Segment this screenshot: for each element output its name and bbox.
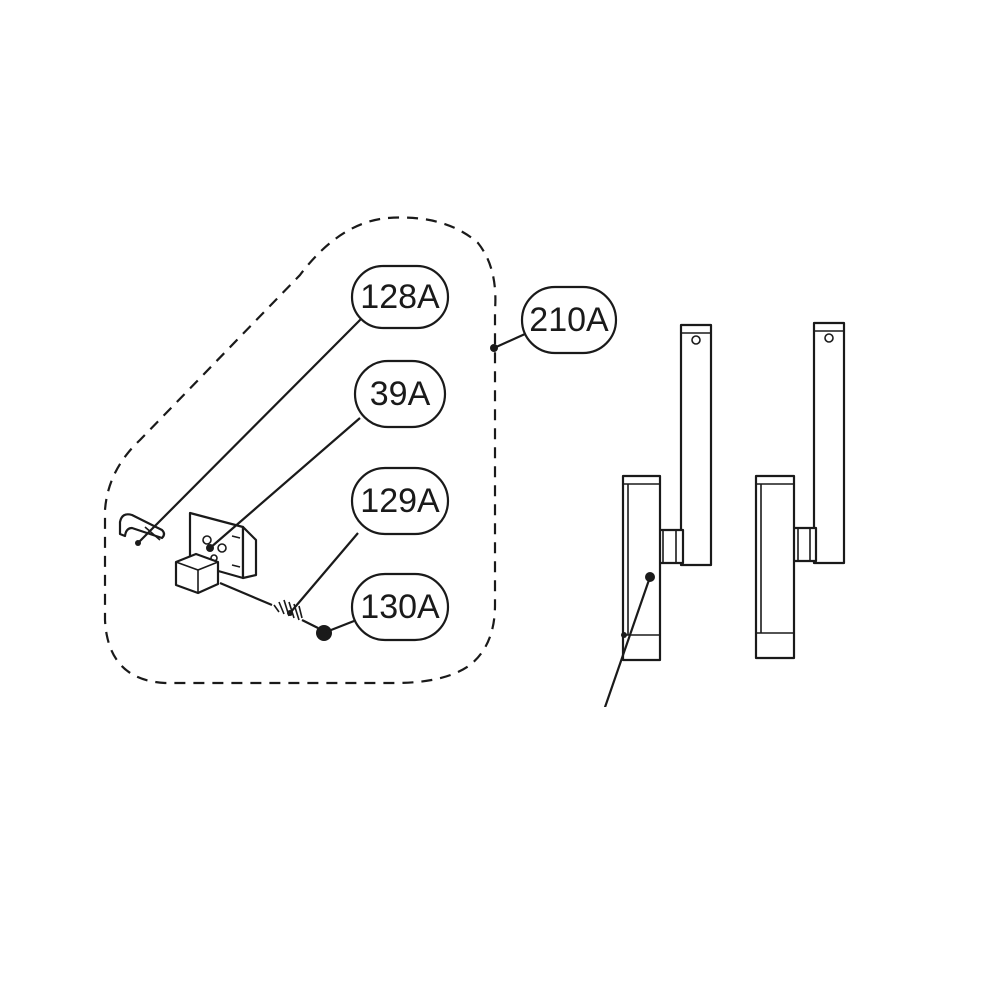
hook-pin <box>118 513 166 541</box>
leader-210A <box>493 332 526 350</box>
callout-39A[interactable]: 39A <box>353 359 447 429</box>
callout-label-130A: 130A <box>360 588 440 626</box>
callout-210A[interactable]: 210A <box>520 285 618 355</box>
callout-125A-highlighted[interactable]: 125A <box>522 707 665 814</box>
leader-130A <box>325 619 355 634</box>
leader-125A <box>601 576 652 714</box>
leader-129A <box>289 532 359 614</box>
catch-block <box>174 552 220 595</box>
arm-assembly-left <box>621 323 713 662</box>
callout-label-39A: 39A <box>370 375 431 413</box>
callout-128A[interactable]: 128A <box>350 264 450 330</box>
kit-group-outline <box>103 216 497 685</box>
callout-label-210A: 210A <box>529 301 609 339</box>
callout-label-128A: 128A <box>360 278 440 316</box>
leader-39A <box>209 417 361 549</box>
callout-label-125A: 125A <box>542 738 645 787</box>
callout-130A[interactable]: 130A <box>350 572 450 642</box>
callout-label-129A: 129A <box>360 482 440 520</box>
ball-nut <box>316 625 332 641</box>
callout-129A[interactable]: 129A <box>350 466 450 536</box>
leader-128A <box>137 316 364 544</box>
arm-assembly-right <box>754 321 846 660</box>
